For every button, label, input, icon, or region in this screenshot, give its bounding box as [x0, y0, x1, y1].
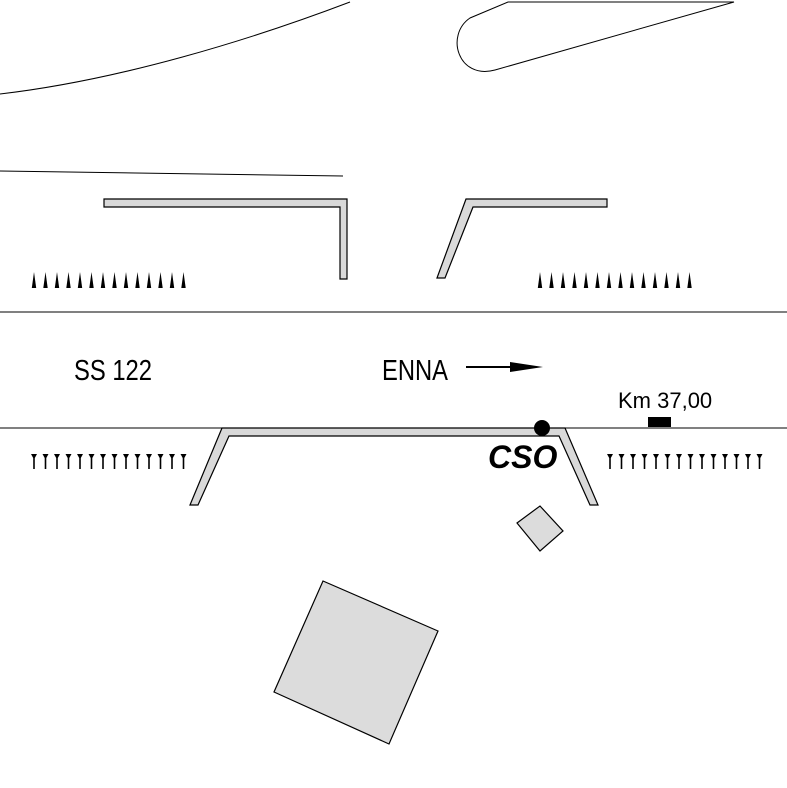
hatch-tick [100, 272, 106, 288]
hatch-tick [88, 454, 95, 469]
hatch-tick [146, 454, 152, 469]
hatch-tick [43, 272, 48, 288]
hatch-tick [572, 272, 577, 288]
upper-road-edge [0, 1, 351, 95]
north-slip-lane-left [103, 198, 348, 280]
km-label: Km 37,00 [618, 388, 712, 413]
hatch-tick [756, 454, 763, 469]
hatch-tick [181, 272, 186, 288]
hatch-tick [549, 272, 554, 288]
small-building [516, 505, 564, 552]
hatch-tick [722, 454, 728, 469]
hatch-tick [123, 272, 129, 288]
hatch-tick [675, 272, 681, 288]
hatch-tick [65, 454, 72, 469]
hatch-tick [180, 454, 187, 469]
hatch-tick [653, 454, 659, 469]
hatch-tick [123, 454, 129, 469]
hatch-tick [135, 272, 140, 288]
hatch-tick [595, 272, 600, 288]
hatch-tick [606, 272, 612, 288]
hatch-tick [745, 454, 751, 469]
hatch-tick [641, 454, 648, 469]
hatch-tick [169, 454, 175, 469]
embankment-hatching-south-left [31, 454, 187, 469]
hatch-tick [134, 454, 141, 469]
hatch-tick [664, 272, 669, 288]
hatch-tick [537, 272, 543, 288]
hatch-tick [676, 454, 682, 469]
hatch-tick [652, 272, 658, 288]
direction-label: ENNA [382, 355, 449, 387]
hatch-tick [710, 454, 717, 469]
embankment-hatching-north-right [537, 272, 692, 288]
side-road-edge [0, 170, 344, 177]
hatch-tick [169, 272, 175, 288]
south-lay-by [189, 427, 599, 506]
hatch-tick [77, 272, 83, 288]
hatch-tick [111, 454, 118, 469]
hatch-tick [42, 454, 49, 469]
embankment-hatching-north-left [31, 272, 186, 288]
hatch-tick [641, 272, 646, 288]
hatch-tick [31, 272, 37, 288]
hatch-tick [630, 454, 636, 469]
large-building [273, 580, 439, 745]
hatch-tick [54, 272, 60, 288]
hatch-tick [31, 454, 37, 469]
hatch-tick [618, 454, 625, 469]
hatch-tick [664, 454, 671, 469]
hatch-tick [583, 272, 589, 288]
hatch-tick [560, 272, 566, 288]
hatch-tick [629, 272, 635, 288]
hatch-tick [157, 454, 164, 469]
road-name-label: SS 122 [74, 355, 152, 387]
milestone-marker-icon [648, 417, 671, 427]
station-dot-icon [534, 420, 550, 436]
hatch-tick [607, 454, 613, 469]
hatch-tick [687, 272, 692, 288]
arrow-right-icon [466, 362, 543, 372]
hatch-tick [54, 454, 60, 469]
hatch-tick [733, 454, 740, 469]
station-label: CSO [488, 439, 557, 475]
hatch-tick [146, 272, 152, 288]
hatch-tick [89, 272, 94, 288]
hatch-tick [112, 272, 117, 288]
north-slip-lane-right [436, 198, 608, 279]
traffic-island [456, 1, 735, 72]
hatch-tick [77, 454, 83, 469]
hatch-tick [699, 454, 705, 469]
hatch-tick [687, 454, 694, 469]
hatch-tick [618, 272, 623, 288]
hatch-tick [66, 272, 71, 288]
embankment-hatching-south-right [607, 454, 763, 469]
hatch-tick [158, 272, 163, 288]
hatch-tick [100, 454, 106, 469]
